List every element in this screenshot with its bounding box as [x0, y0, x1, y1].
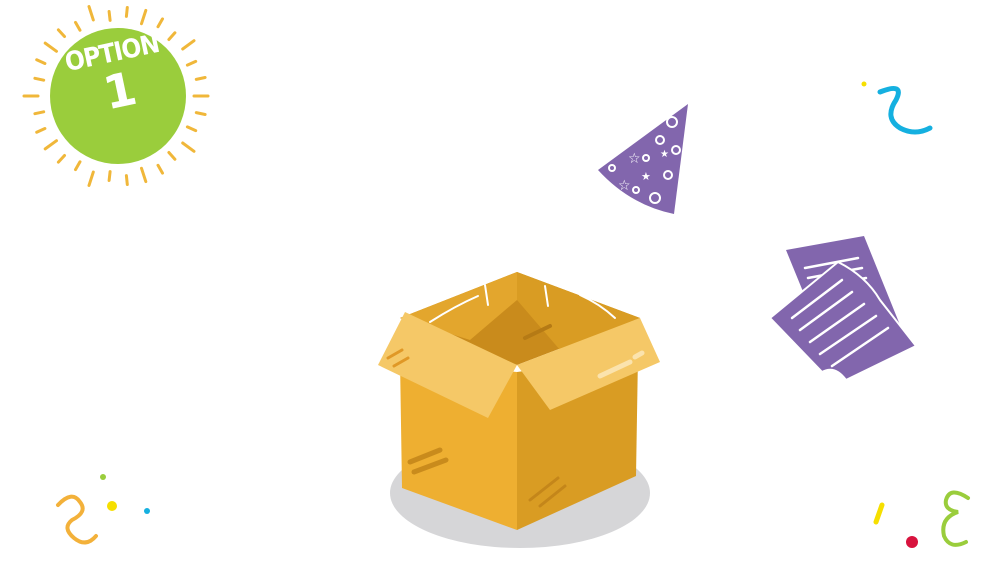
- sun-ray: [167, 31, 177, 41]
- confetti-dot: [144, 508, 150, 514]
- orange-swirl: [56, 494, 98, 545]
- sun-ray: [185, 125, 198, 133]
- confetti-dot: [906, 536, 918, 548]
- sun-ray: [140, 8, 148, 26]
- sun-ray: [156, 17, 164, 29]
- confetti-dot: [100, 474, 106, 480]
- sun-ray: [35, 58, 47, 65]
- sun-ray: [35, 127, 47, 134]
- sun-ray: [181, 141, 196, 153]
- sun-ray: [124, 6, 129, 18]
- sun-ray: [56, 154, 66, 164]
- svg-text:☆: ☆: [618, 178, 631, 194]
- svg-text:★: ★: [660, 149, 669, 160]
- sun-ray: [43, 139, 58, 151]
- svg-text:☆: ☆: [628, 151, 641, 167]
- sun-ray: [33, 76, 46, 82]
- sun-ray: [181, 39, 196, 51]
- sun-ray: [56, 28, 66, 38]
- sun-ray: [43, 41, 58, 53]
- sun-ray: [87, 5, 95, 22]
- badge-circle: [50, 28, 186, 164]
- confetti-dot: [861, 81, 867, 87]
- sun-ray: [124, 174, 129, 186]
- document-pages-icon: [768, 236, 918, 382]
- svg-text:★: ★: [641, 170, 651, 183]
- sun-rays-icon: [22, 5, 210, 187]
- confetti-dot: [107, 501, 117, 511]
- open-box-icon: [378, 272, 660, 530]
- sun-ray: [74, 160, 82, 172]
- sun-ray: [87, 170, 95, 187]
- sun-ray: [194, 111, 207, 116]
- sun-ray: [33, 110, 46, 116]
- confetti-strip: [873, 502, 885, 525]
- blue-swirl: [877, 85, 933, 135]
- party-hat-icon: ☆ ☆ ★ ★: [598, 104, 688, 214]
- sun-ray: [107, 170, 112, 182]
- sun-ray: [156, 163, 164, 175]
- sun-ray: [140, 166, 148, 184]
- sun-ray: [107, 10, 112, 22]
- sun-ray: [167, 151, 177, 161]
- confetti: [56, 81, 970, 548]
- sun-ray: [185, 59, 198, 67]
- sun-ray: [74, 20, 82, 32]
- sun-ray: [194, 76, 207, 81]
- green-swirl: [941, 490, 970, 547]
